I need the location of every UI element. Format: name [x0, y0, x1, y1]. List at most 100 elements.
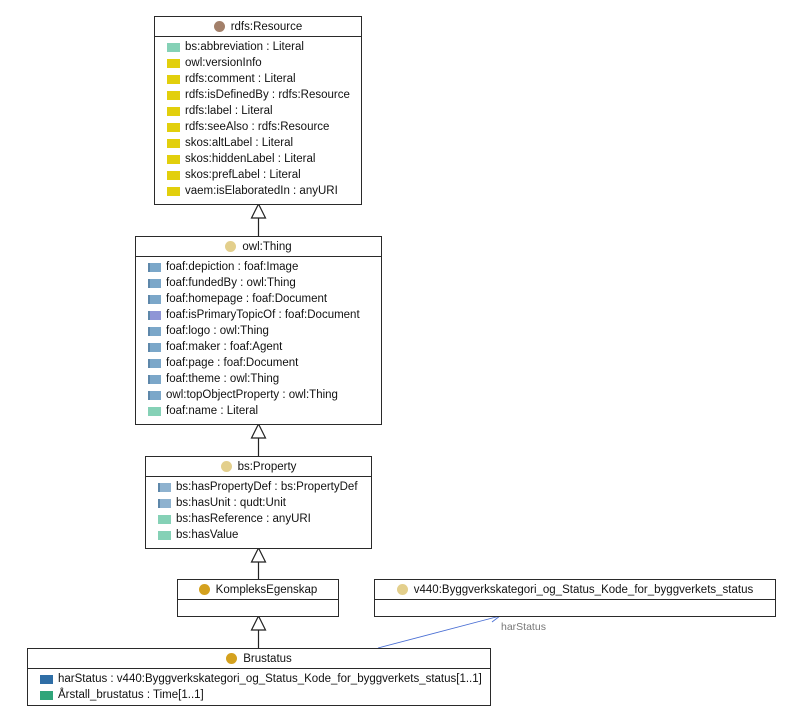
- class-rdfs-resource[interactable]: rdfs:Resource bs:abbreviation : Literal o…: [154, 16, 362, 205]
- generalization-arrowhead: [250, 422, 267, 439]
- class-name: v440:Byggverkskategori_og_Status_Kode_fo…: [413, 583, 754, 596]
- attribute-row[interactable]: rdfs:label : Literal: [167, 103, 361, 119]
- attribute-text: rdfs:seeAlso : rdfs:Resource: [185, 121, 330, 133]
- attribute-list: bs:abbreviation : Literal owl:versionInfo…: [155, 37, 361, 201]
- attribute-text: foaf:page : foaf:Document: [166, 357, 299, 369]
- attribute-text: foaf:maker : foaf:Agent: [166, 341, 283, 353]
- attribute-text: owl:versionInfo: [185, 57, 262, 69]
- attribute-row[interactable]: owl:versionInfo: [167, 55, 361, 71]
- attribute-text: rdfs:isDefinedBy : rdfs:Resource: [185, 89, 350, 101]
- property-type-icon: [148, 278, 161, 288]
- attribute-row[interactable]: skos:hiddenLabel : Literal: [167, 151, 361, 167]
- attribute-row[interactable]: foaf:isPrimaryTopicOf : foaf:Document: [148, 307, 381, 323]
- attribute-row[interactable]: bs:hasPropertyDef : bs:PropertyDef: [158, 479, 371, 495]
- property-type-icon: [158, 482, 171, 492]
- attribute-row[interactable]: foaf:fundedBy : owl:Thing: [148, 275, 381, 291]
- attribute-row[interactable]: Årstall_brustatus : Time[1..1]: [40, 687, 490, 703]
- attribute-list: harStatus : v440:Byggverkskategori_og_St…: [28, 669, 490, 705]
- attribute-text: foaf:logo : owl:Thing: [166, 325, 269, 337]
- class-header: Brustatus: [28, 649, 490, 669]
- class-name: KompleksEgenskap: [215, 583, 318, 596]
- property-type-icon: [167, 42, 180, 52]
- attribute-row[interactable]: harStatus : v440:Byggverkskategori_og_St…: [40, 671, 490, 687]
- class-header: rdfs:Resource: [155, 17, 361, 37]
- attribute-text: foaf:name : Literal: [166, 405, 259, 417]
- property-type-icon: [148, 326, 161, 336]
- class-header: owl:Thing: [136, 237, 381, 257]
- attribute-row[interactable]: foaf:logo : owl:Thing: [148, 323, 381, 339]
- class-name: rdfs:Resource: [230, 20, 303, 33]
- class-kompleks-egenskap[interactable]: KompleksEgenskap: [177, 579, 339, 617]
- attribute-row[interactable]: rdfs:isDefinedBy : rdfs:Resource: [167, 87, 361, 103]
- property-type-icon: [167, 106, 180, 116]
- attribute-text: foaf:theme : owl:Thing: [166, 373, 280, 385]
- class-header: v440:Byggverkskategori_og_Status_Kode_fo…: [375, 580, 775, 600]
- attribute-row[interactable]: skos:altLabel : Literal: [167, 135, 361, 151]
- class-dot-icon: [225, 241, 237, 252]
- attribute-list: bs:hasPropertyDef : bs:PropertyDef bs:has…: [146, 477, 371, 545]
- attribute-row[interactable]: foaf:maker : foaf:Agent: [148, 339, 381, 355]
- class-name: owl:Thing: [242, 240, 292, 253]
- property-type-icon: [40, 690, 53, 700]
- attribute-text: bs:hasValue: [176, 529, 239, 541]
- attribute-row[interactable]: bs:abbreviation : Literal: [167, 39, 361, 55]
- class-dot-icon: [198, 584, 210, 595]
- class-bs-property[interactable]: bs:Property bs:hasPropertyDef : bs:Prope…: [145, 456, 372, 549]
- class-dot-icon: [226, 653, 238, 664]
- property-type-icon: [148, 262, 161, 272]
- association-label: harStatus: [501, 621, 546, 633]
- property-type-icon: [158, 514, 171, 524]
- attribute-row[interactable]: foaf:page : foaf:Document: [148, 355, 381, 371]
- attribute-text: bs:hasPropertyDef : bs:PropertyDef: [176, 481, 358, 493]
- class-dot-icon: [396, 584, 408, 595]
- attribute-row[interactable]: foaf:homepage : foaf:Document: [148, 291, 381, 307]
- class-v440-status-kode[interactable]: v440:Byggverkskategori_og_Status_Kode_fo…: [374, 579, 776, 617]
- attribute-list: foaf:depiction : foaf:Image foaf:fundedBy…: [136, 257, 381, 421]
- association-line[interactable]: [377, 615, 501, 649]
- property-type-icon: [148, 310, 161, 320]
- property-type-icon: [167, 58, 180, 68]
- property-type-icon: [148, 390, 161, 400]
- attribute-row[interactable]: foaf:depiction : foaf:Image: [148, 259, 381, 275]
- property-type-icon: [148, 342, 161, 352]
- property-type-icon: [148, 374, 161, 384]
- property-type-icon: [40, 674, 53, 684]
- attribute-row[interactable]: bs:hasValue: [158, 527, 371, 543]
- attribute-text: rdfs:label : Literal: [185, 105, 273, 117]
- attribute-text: foaf:isPrimaryTopicOf : foaf:Document: [166, 309, 360, 321]
- attribute-text: harStatus : v440:Byggverkskategori_og_St…: [58, 673, 482, 685]
- attribute-row[interactable]: foaf:name : Literal: [148, 403, 381, 419]
- attribute-text: skos:altLabel : Literal: [185, 137, 294, 149]
- attribute-row[interactable]: skos:prefLabel : Literal: [167, 167, 361, 183]
- class-dot-icon: [213, 21, 225, 32]
- property-type-icon: [167, 90, 180, 100]
- class-brustatus[interactable]: Brustatus harStatus : v440:Byggverkskate…: [27, 648, 491, 706]
- attribute-text: Årstall_brustatus : Time[1..1]: [58, 689, 204, 701]
- attribute-row[interactable]: bs:hasUnit : qudt:Unit: [158, 495, 371, 511]
- attribute-text: skos:prefLabel : Literal: [185, 169, 301, 181]
- property-type-icon: [167, 154, 180, 164]
- generalization-arrowhead: [250, 202, 267, 219]
- class-header: KompleksEgenskap: [178, 580, 338, 600]
- attribute-text: foaf:depiction : foaf:Image: [166, 261, 299, 273]
- property-type-icon: [167, 186, 180, 196]
- property-type-icon: [158, 498, 171, 508]
- attribute-text: vaem:isElaboratedIn : anyURI: [185, 185, 338, 197]
- attribute-row[interactable]: foaf:theme : owl:Thing: [148, 371, 381, 387]
- attribute-text: skos:hiddenLabel : Literal: [185, 153, 316, 165]
- attribute-row[interactable]: rdfs:comment : Literal: [167, 71, 361, 87]
- class-name: bs:Property: [237, 460, 297, 473]
- property-type-icon: [158, 530, 171, 540]
- attribute-text: bs:abbreviation : Literal: [185, 41, 304, 53]
- attribute-row[interactable]: vaem:isElaboratedIn : anyURI: [167, 183, 361, 199]
- class-dot-icon: [220, 461, 232, 472]
- attribute-row[interactable]: rdfs:seeAlso : rdfs:Resource: [167, 119, 361, 135]
- attribute-text: foaf:fundedBy : owl:Thing: [166, 277, 296, 289]
- attribute-text: bs:hasReference : anyURI: [176, 513, 311, 525]
- property-type-icon: [148, 406, 161, 416]
- attribute-row[interactable]: owl:topObjectProperty : owl:Thing: [148, 387, 381, 403]
- attribute-text: bs:hasUnit : qudt:Unit: [176, 497, 286, 509]
- attribute-row[interactable]: bs:hasReference : anyURI: [158, 511, 371, 527]
- property-type-icon: [167, 74, 180, 84]
